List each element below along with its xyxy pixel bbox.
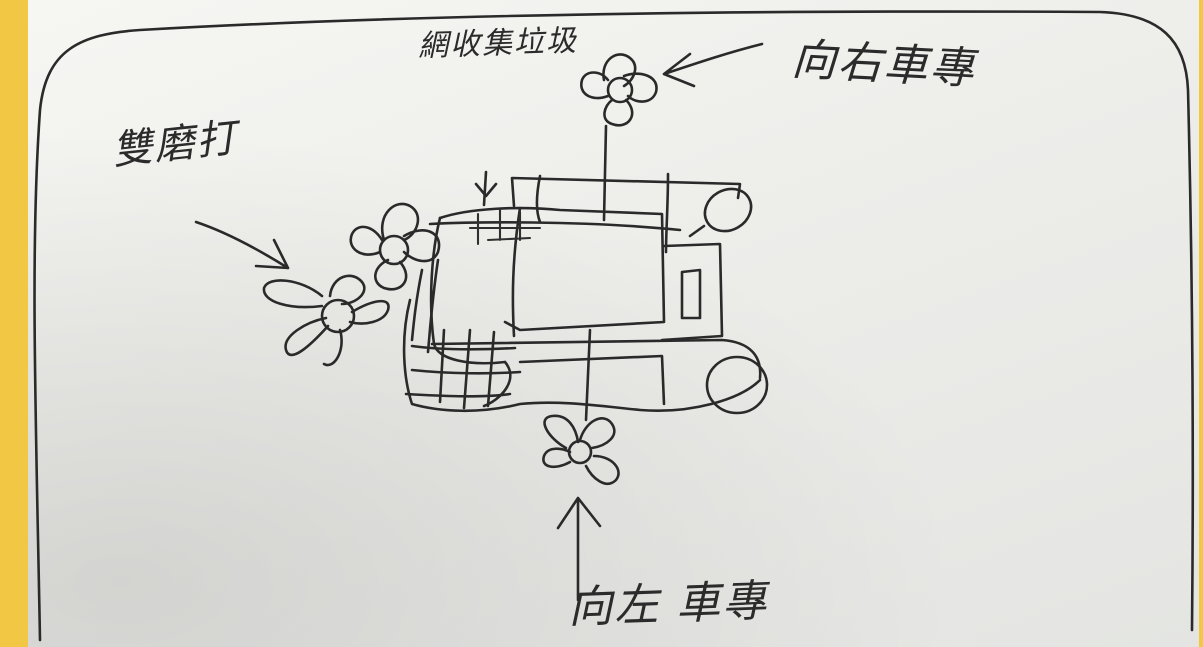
paper-sheet — [28, 0, 1199, 647]
fan-bottom — [542, 328, 620, 486]
paper-shadow — [28, 0, 1199, 647]
paper-border-line — [33, 10, 1195, 642]
fan-top-right — [580, 53, 658, 222]
net-collect-label: 網收集垃圾 — [417, 23, 579, 64]
arrow-turn-left — [556, 496, 602, 602]
boat-body — [428, 172, 742, 365]
fan-left-upper — [349, 202, 441, 291]
fan-left-lower — [262, 274, 390, 367]
turn-left-label: 向左 車專 — [567, 575, 769, 634]
net-area — [468, 170, 542, 246]
turn-right-label: 向右車專 — [790, 34, 977, 95]
front-motor — [688, 187, 769, 415]
boat-hull — [402, 258, 762, 413]
arrow-spray — [194, 220, 290, 270]
arrow-turn-right — [662, 42, 764, 88]
